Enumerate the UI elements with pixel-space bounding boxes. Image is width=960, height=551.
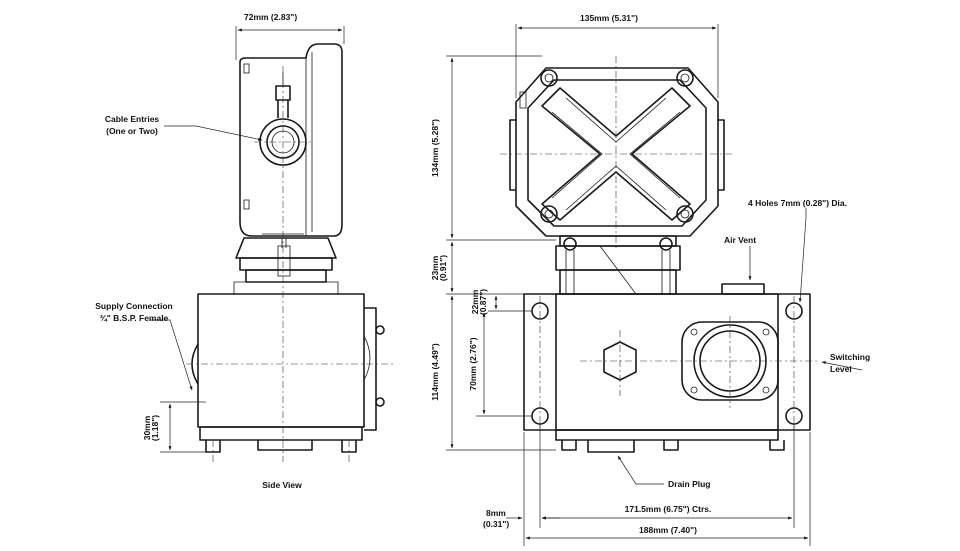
side-view-drawing — [186, 43, 396, 462]
switching-label: Switching — [830, 352, 870, 362]
dim-30-in-label: (1.18") — [150, 415, 160, 441]
dim-23-in-label: (0.91") — [438, 255, 448, 281]
dim-188-label: 188mm (7.40") — [639, 525, 697, 535]
holes-label: 4 Holes 7mm (0.28") Dia. — [748, 198, 847, 208]
dim-23-mm-label: 23mm — [430, 255, 440, 280]
dim-70-label: 70mm (2.76") — [468, 337, 478, 390]
dim-72-label: 72mm (2.83") — [244, 12, 297, 22]
dim-8-mm-label: 8mm — [486, 508, 506, 518]
dim-8-in-label: (0.31") — [483, 519, 509, 529]
dim-30-mm-label: 30mm — [142, 415, 152, 440]
dim-135-label: 135mm (5.31") — [580, 13, 638, 23]
dim-22-mm-label: 22mm — [470, 289, 480, 314]
switching-level-label: Level — [830, 364, 852, 374]
dimensions — [150, 24, 863, 546]
supply-connection-sub-label: ¾" B.S.P. Female — [100, 313, 169, 323]
cable-entries-label: Cable Entries — [105, 114, 160, 124]
air-vent-label: Air Vent — [724, 235, 756, 245]
cable-entries-sub-label: (One or Two) — [106, 126, 158, 136]
supply-connection-label: Supply Connection — [95, 301, 172, 311]
dim-22-in-label: (0.87") — [478, 289, 488, 315]
front-view-drawing — [500, 56, 820, 453]
dim-134-label: 134mm (5.28") — [430, 119, 440, 177]
side-view-label: Side View — [262, 480, 302, 490]
drain-plug-label: Drain Plug — [668, 479, 711, 489]
dim-171-label: 171.5mm (6.75") Ctrs. — [625, 504, 712, 514]
dim-114-label: 114mm (4.49") — [430, 343, 440, 401]
